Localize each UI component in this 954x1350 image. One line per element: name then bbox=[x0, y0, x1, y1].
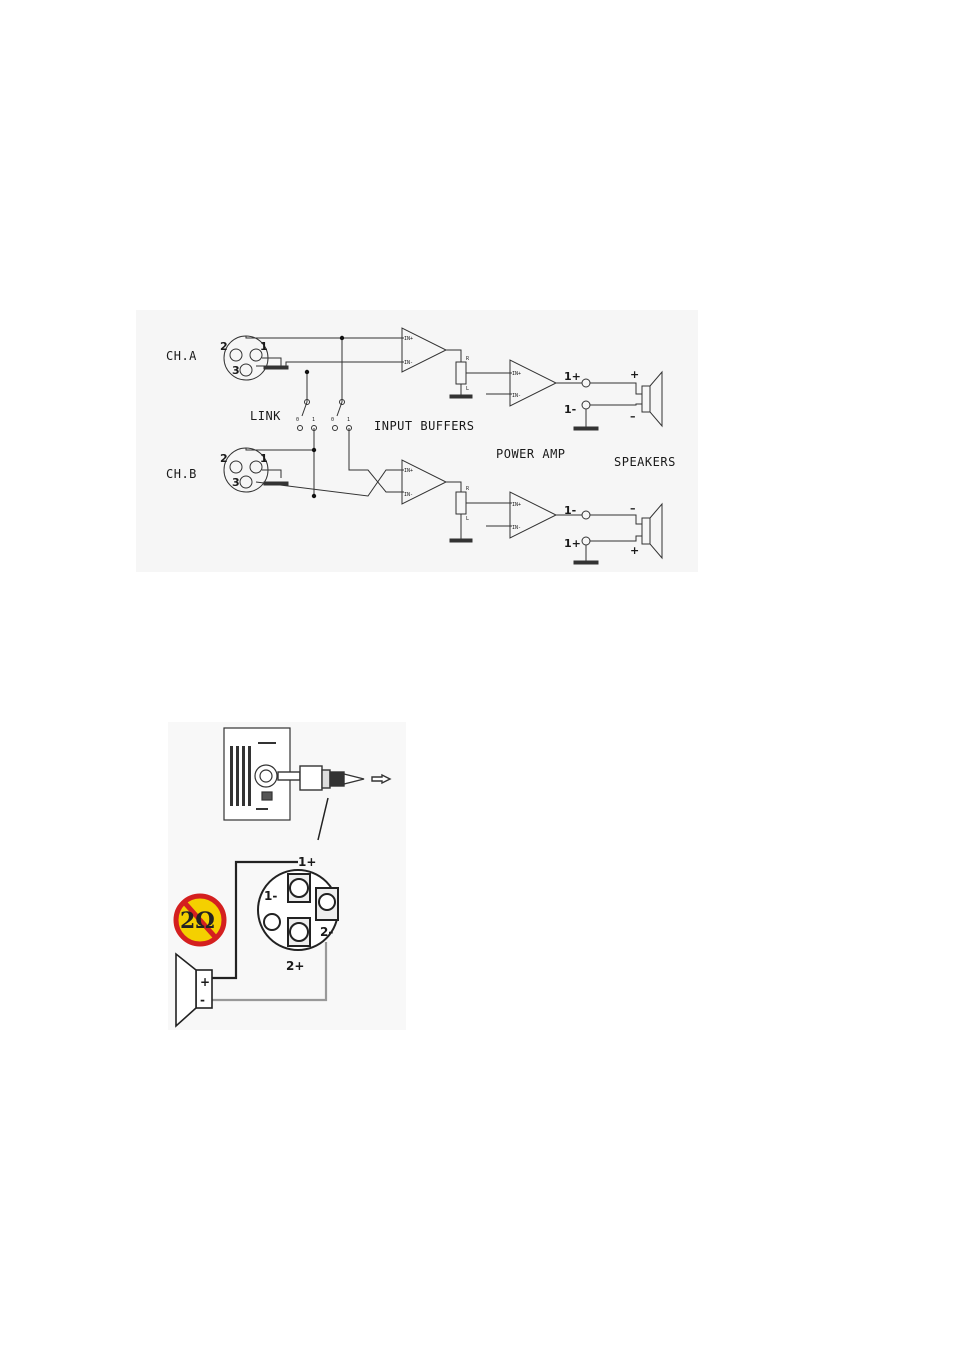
speaker-plus-label: + bbox=[200, 975, 210, 989]
xlr-a-pin-3: 3 bbox=[232, 364, 240, 377]
switch-b-pos-0: 0 bbox=[331, 417, 334, 423]
output-a-1plus: 1+ bbox=[564, 370, 581, 383]
input-buffers-label: INPUT BUFFERS bbox=[374, 419, 474, 433]
speaker-b-plus: + bbox=[630, 544, 639, 557]
speaker-b-icon bbox=[641, 517, 651, 545]
power-amp-label: POWER AMP bbox=[496, 447, 566, 461]
channel-b-label: CH.B bbox=[166, 467, 197, 481]
amp-a-in-plus: IN+ bbox=[512, 371, 521, 377]
switch-a-pos-1: 1 bbox=[312, 417, 315, 423]
link-label: LINK bbox=[250, 409, 281, 423]
pot-a-l: L bbox=[466, 386, 469, 392]
pot-a-r: R bbox=[466, 356, 470, 362]
buffer-a-in-minus: IN- bbox=[404, 360, 413, 366]
speakers-label: SPEAKERS bbox=[614, 455, 676, 469]
pin-2plus-label: 2+ bbox=[286, 959, 304, 973]
pin-2minus-label: 2- bbox=[320, 925, 333, 939]
amp-b-in-plus: IN+ bbox=[512, 502, 521, 508]
input-buffer-b bbox=[401, 459, 448, 505]
amp-a-in-minus: IN- bbox=[512, 393, 521, 399]
speaker-a-minus: – bbox=[630, 410, 636, 423]
no-2-ohm-warning-icon: 2Ω bbox=[173, 893, 227, 947]
power-amp-b bbox=[509, 491, 558, 539]
level-pot-b bbox=[455, 491, 467, 515]
power-amp-a bbox=[509, 359, 558, 407]
amplifier-rear-panel bbox=[223, 727, 291, 821]
speakon-wiring-diagram: 2Ω 1+ 1- 2- 2+ + - bbox=[168, 722, 406, 1030]
xlr-b-pin-3: 3 bbox=[232, 476, 240, 489]
speakon-connector-face bbox=[257, 869, 339, 951]
speaker-a-icon bbox=[641, 385, 651, 413]
output-a-1minus: 1- bbox=[564, 403, 576, 416]
output-b-1minus: 1- bbox=[564, 504, 576, 517]
speaker-icon bbox=[175, 952, 213, 1028]
input-buffer-a bbox=[401, 327, 448, 373]
arrow-right-icon bbox=[371, 773, 392, 785]
xlr-b-pin-2: 2 bbox=[220, 452, 228, 465]
speaker-a-plus: + bbox=[630, 368, 639, 381]
warning-label: 2Ω bbox=[180, 908, 215, 934]
level-pot-a bbox=[455, 361, 467, 385]
speaker-minus-label: - bbox=[200, 993, 205, 1007]
buffer-b-in-minus: IN- bbox=[404, 492, 413, 498]
switch-b-pos-1: 1 bbox=[347, 417, 350, 423]
channel-a-label: CH.A bbox=[166, 349, 197, 363]
pin-1minus-label: 1- bbox=[264, 889, 277, 903]
pot-b-l: L bbox=[466, 516, 469, 522]
link-schematic-diagram: CH.A CH.B LINK INPUT BUFFERS POWER AMP S… bbox=[136, 310, 698, 572]
speaker-b-minus: – bbox=[630, 502, 636, 515]
speakon-plug bbox=[277, 765, 392, 791]
amp-b-in-minus: IN- bbox=[512, 525, 521, 531]
pot-b-r: R bbox=[466, 486, 470, 492]
buffer-b-in-plus: IN+ bbox=[404, 468, 413, 474]
switch-a-pos-0: 0 bbox=[296, 417, 299, 423]
buffer-a-in-plus: IN+ bbox=[404, 336, 413, 342]
pin-1plus-label: 1+ bbox=[298, 855, 316, 869]
xlr-a-pin-2: 2 bbox=[220, 340, 228, 353]
xlr-b-pin-1: 1 bbox=[260, 452, 268, 465]
xlr-a-pin-1: 1 bbox=[260, 340, 268, 353]
output-b-1plus: 1+ bbox=[564, 537, 581, 550]
